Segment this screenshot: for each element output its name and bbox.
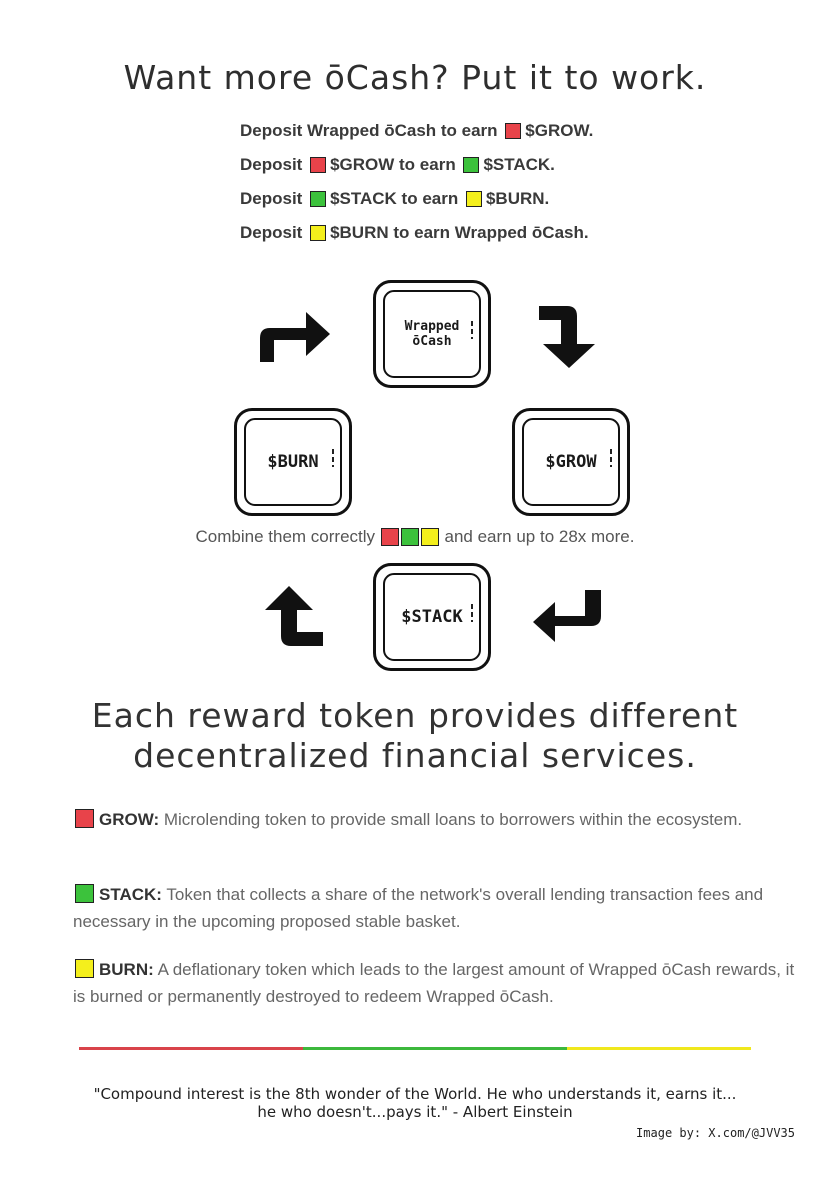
deposit-steps: Deposit Wrapped ōCash to earn $GROW. Dep… xyxy=(240,118,593,254)
stack-swatch xyxy=(310,191,327,207)
wrapped-key-line1: Wrapped xyxy=(404,319,460,334)
grow-swatch xyxy=(310,157,327,173)
combine-note: Combine them correctly and earn up to 28… xyxy=(0,527,830,547)
step-3-token: $BURN. xyxy=(485,189,550,208)
stack-swatch xyxy=(75,884,94,903)
step-3-mid: $STACK to earn xyxy=(330,189,459,208)
burn-text: A deflationary token which leads to the … xyxy=(73,960,795,1006)
stack-swatch xyxy=(400,528,419,546)
step-3: Deposit $STACK to earn $BURN. xyxy=(240,186,593,220)
divider-yellow xyxy=(567,1047,751,1050)
grow-swatch xyxy=(380,528,399,546)
section-heading: Each reward token provides different dec… xyxy=(40,696,790,776)
grow-text: Microlending token to provide small loan… xyxy=(163,810,743,829)
quote-line2: he who doesn't...pays it." - Albert Eins… xyxy=(257,1103,573,1121)
step-4-mid: $BURN to earn Wrapped ōCash. xyxy=(330,223,589,242)
section-heading-line1: Each reward token provides different xyxy=(91,696,739,735)
einstein-quote: "Compound interest is the 8th wonder of … xyxy=(20,1085,810,1121)
stack-swatch xyxy=(463,157,480,173)
burn-name: BURN: xyxy=(99,960,154,979)
step-4-text: Deposit xyxy=(240,223,303,242)
section-heading-line2: decentralized financial services. xyxy=(133,736,697,775)
divider-green xyxy=(303,1047,567,1050)
burn-swatch xyxy=(420,528,439,546)
stack-text: Token that collects a share of the netwo… xyxy=(73,885,764,931)
grow-description: GROW: Microlending token to provide smal… xyxy=(73,806,803,833)
burn-swatch xyxy=(75,959,94,978)
divider-red xyxy=(79,1047,303,1050)
step-1-token: $GROW. xyxy=(525,121,594,140)
combine-post: and earn up to 28x more. xyxy=(444,527,635,546)
burn-key: $BURN xyxy=(234,408,352,516)
stack-name: STACK: xyxy=(99,885,162,904)
arrow-down-left-icon xyxy=(533,590,601,642)
image-credit: Image by: X.com/@JVV35 xyxy=(636,1126,795,1140)
step-2-mid: $GROW to earn xyxy=(330,155,456,174)
wrapped-key-line2: ōCash xyxy=(412,334,452,349)
grow-key-label: $GROW xyxy=(545,452,597,472)
burn-key-label: $BURN xyxy=(267,452,319,472)
step-3-text: Deposit xyxy=(240,189,303,208)
grow-key: $GROW xyxy=(512,408,630,516)
quote-line1: "Compound interest is the 8th wonder of … xyxy=(93,1085,737,1103)
step-1: Deposit Wrapped ōCash to earn $GROW. xyxy=(240,118,593,152)
grow-swatch xyxy=(75,809,94,828)
wrapped-ocash-key: Wrapped ōCash xyxy=(373,280,491,388)
stack-description: STACK: Token that collects a share of th… xyxy=(73,881,803,935)
step-2: Deposit $GROW to earn $STACK. xyxy=(240,152,593,186)
arrow-up-left-icon xyxy=(265,586,323,646)
grow-name: GROW: xyxy=(99,810,160,829)
step-4: Deposit $BURN to earn Wrapped ōCash. xyxy=(240,220,593,254)
arrow-right-down-icon xyxy=(539,306,595,368)
page-title: Want more ōCash? Put it to work. xyxy=(123,58,707,97)
burn-swatch xyxy=(465,191,482,207)
burn-swatch xyxy=(310,225,327,241)
combine-pre: Combine them correctly xyxy=(195,527,376,546)
step-2-text: Deposit xyxy=(240,155,303,174)
stack-key-label: $STACK xyxy=(401,607,463,627)
grow-swatch xyxy=(505,123,522,139)
arrow-up-right-icon xyxy=(260,312,330,362)
step-2-token: $STACK. xyxy=(483,155,555,174)
step-1-text: Deposit Wrapped ōCash to earn xyxy=(240,121,498,140)
stack-key: $STACK xyxy=(373,563,491,671)
burn-description: BURN: A deflationary token which leads t… xyxy=(73,956,803,1010)
